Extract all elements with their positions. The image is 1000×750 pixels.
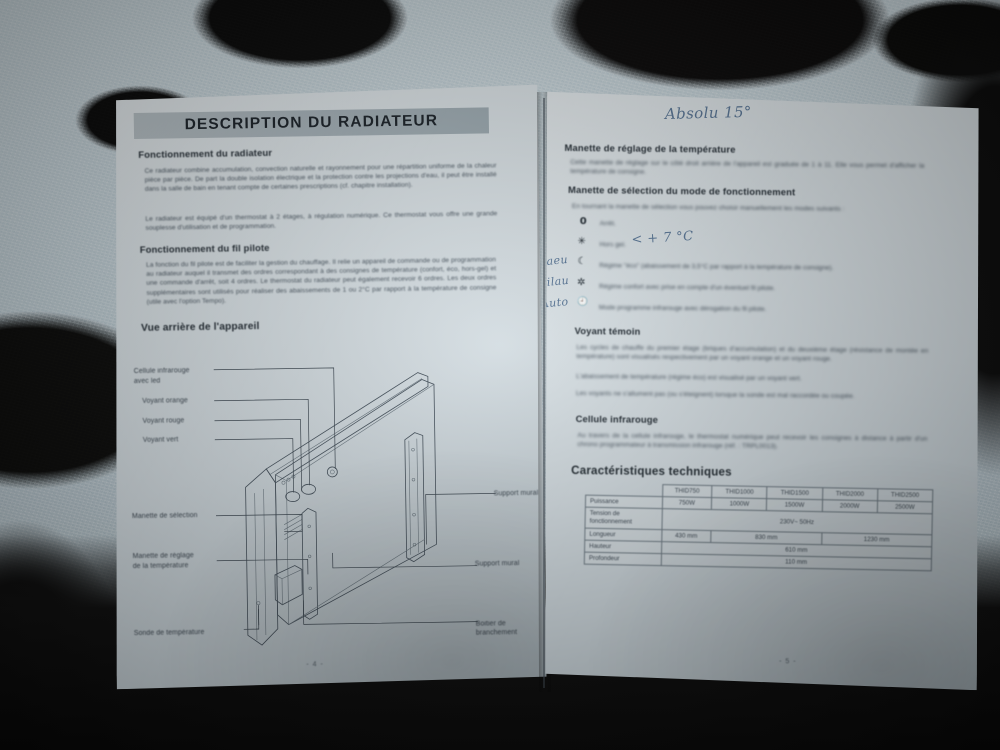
handwritten-note-absolu: Absolu 15° — [664, 102, 753, 123]
paragraph-manette-selection: En tournant la manette de sélection vous… — [571, 202, 845, 213]
spec-row-label-tension: Tension de fonctionnement — [585, 507, 662, 529]
spec-row-label-profondeur: Profondeur — [584, 552, 661, 565]
radiator-drawing-svg — [122, 353, 547, 660]
mode-label-programme: Mode programme infrarouge avec dérogatio… — [598, 304, 767, 314]
left-page: DESCRIPTION DU RADIATEUR Fonctionnement … — [107, 85, 546, 690]
spec-cell-puissance-2500: 2500W — [877, 501, 932, 514]
spec-header-thid2500: THID2500 — [877, 489, 932, 502]
paragraph-radiateur-2: Le radiateur est équipé d'un thermostat … — [145, 210, 498, 233]
heading-vue-arriere: Vue arrière de l'appareil — [140, 321, 260, 334]
spec-header-thid1000: THID1000 — [712, 486, 767, 499]
label-voyant-orange: Voyant orange — [142, 397, 189, 405]
mode-symbol-arret: 0 — [579, 216, 587, 228]
paragraph-manette-reglage: Cette manette de réglage sur le côté dro… — [570, 158, 925, 176]
paragraph-fil-pilote: La fonction du fil pilote est de facilit… — [146, 256, 497, 306]
heading-manette-reglage: Manette de réglage de la température — [564, 141, 736, 155]
paragraph-voyant-2: L'abaissement de température (régime éco… — [576, 373, 802, 383]
page-title: DESCRIPTION DU RADIATEUR — [184, 112, 439, 134]
label-sonde-de-temperature: Sonde de température — [133, 628, 205, 638]
spec-table: THID750 THID1000 THID1500 THID2000 THID2… — [584, 483, 934, 572]
label-de-la-temperature: de la température — [132, 562, 189, 571]
paragraph-cellule-infrarouge: Au travers de la cellule infrarouge, le … — [577, 432, 928, 451]
mode-symbol-programme: 🕘 — [576, 297, 589, 308]
label-voyant-rouge: Voyant rouge — [142, 417, 185, 425]
label-boitier-de-branchement: Boitier de branchement — [475, 620, 518, 637]
heading-fonctionnement-radiateur: Fonctionnement du radiateur — [138, 146, 273, 160]
mode-label-arret: Arrêt. — [599, 220, 616, 228]
spec-cell-puissance-2000: 2000W — [822, 500, 877, 513]
spec-header-thid2000: THID2000 — [822, 488, 877, 501]
right-page: Absolu 15° Manette de réglage de la temp… — [541, 86, 983, 691]
spec-table-body: Puissance 750W 1000W 1500W 2000W 2500W T… — [584, 495, 932, 571]
spec-header-thid1500: THID1500 — [767, 487, 822, 500]
label-voyant-vert: Voyant vert — [142, 436, 179, 444]
heading-manette-selection: Manette de sélection du mode de fonction… — [568, 183, 796, 198]
label-manette-de-reglage: Manette de réglage — [132, 552, 194, 561]
mode-label-hors-gel: Hors gel. — [599, 241, 626, 249]
paragraph-voyant-3: Les voyants ne s'allument pas (ou s'étei… — [575, 390, 855, 400]
label-support-mural-top: Support mural — [493, 489, 539, 498]
booklet-spine-crease — [543, 98, 545, 688]
spec-cell-puissance-750: 750W — [662, 497, 712, 510]
heading-caracteristiques-techniques: Caractéristiques techniques — [571, 464, 732, 479]
mode-symbol-confort: ✲ — [577, 277, 586, 289]
mode-symbol-eco: ☾ — [577, 256, 587, 268]
heading-cellule-infrarouge: Cellule infrarouge — [575, 413, 659, 425]
spec-cell-puissance-1000: 1000W — [712, 498, 767, 511]
label-avec-led: avec led — [133, 377, 161, 386]
open-booklet: DESCRIPTION DU RADIATEUR Fonctionnement … — [22, 88, 980, 702]
spec-cell-puissance-1500: 1500W — [767, 499, 822, 512]
right-page-number: - 5 - — [779, 658, 797, 666]
spec-header-thid750: THID750 — [662, 485, 712, 498]
handwritten-note-hors-gel: < + 7 °C — [631, 228, 694, 248]
paragraph-radiateur-1: Ce radiateur combine accumulation, conve… — [144, 162, 497, 194]
heading-voyant-temoin: Voyant témoin — [574, 325, 641, 337]
left-page-number: - 4 - — [306, 661, 324, 669]
heading-fil-pilote: Fonctionnement du fil pilote — [139, 241, 270, 255]
mode-label-confort: Régime confort avec prise en compte d'un… — [599, 283, 776, 293]
label-manette-de-selection: Manette de sélection — [131, 512, 198, 521]
label-support-mural-bottom: Support mural — [474, 560, 520, 568]
label-cellule-infrarouge: Cellule infrarouge — [133, 367, 190, 376]
paragraph-voyant-1: Les cycles de chauffe du premier étage (… — [576, 344, 929, 363]
mode-label-eco: Régime "éco" (abaissement de 3,5°C par r… — [599, 262, 834, 272]
mode-symbol-hors-gel: ✳ — [577, 236, 586, 248]
spec-cell-longueur-430: 430 mm — [661, 530, 711, 543]
radiator-rear-view-diagram — [122, 353, 547, 660]
page-title-band: DESCRIPTION DU RADIATEUR — [134, 107, 489, 139]
